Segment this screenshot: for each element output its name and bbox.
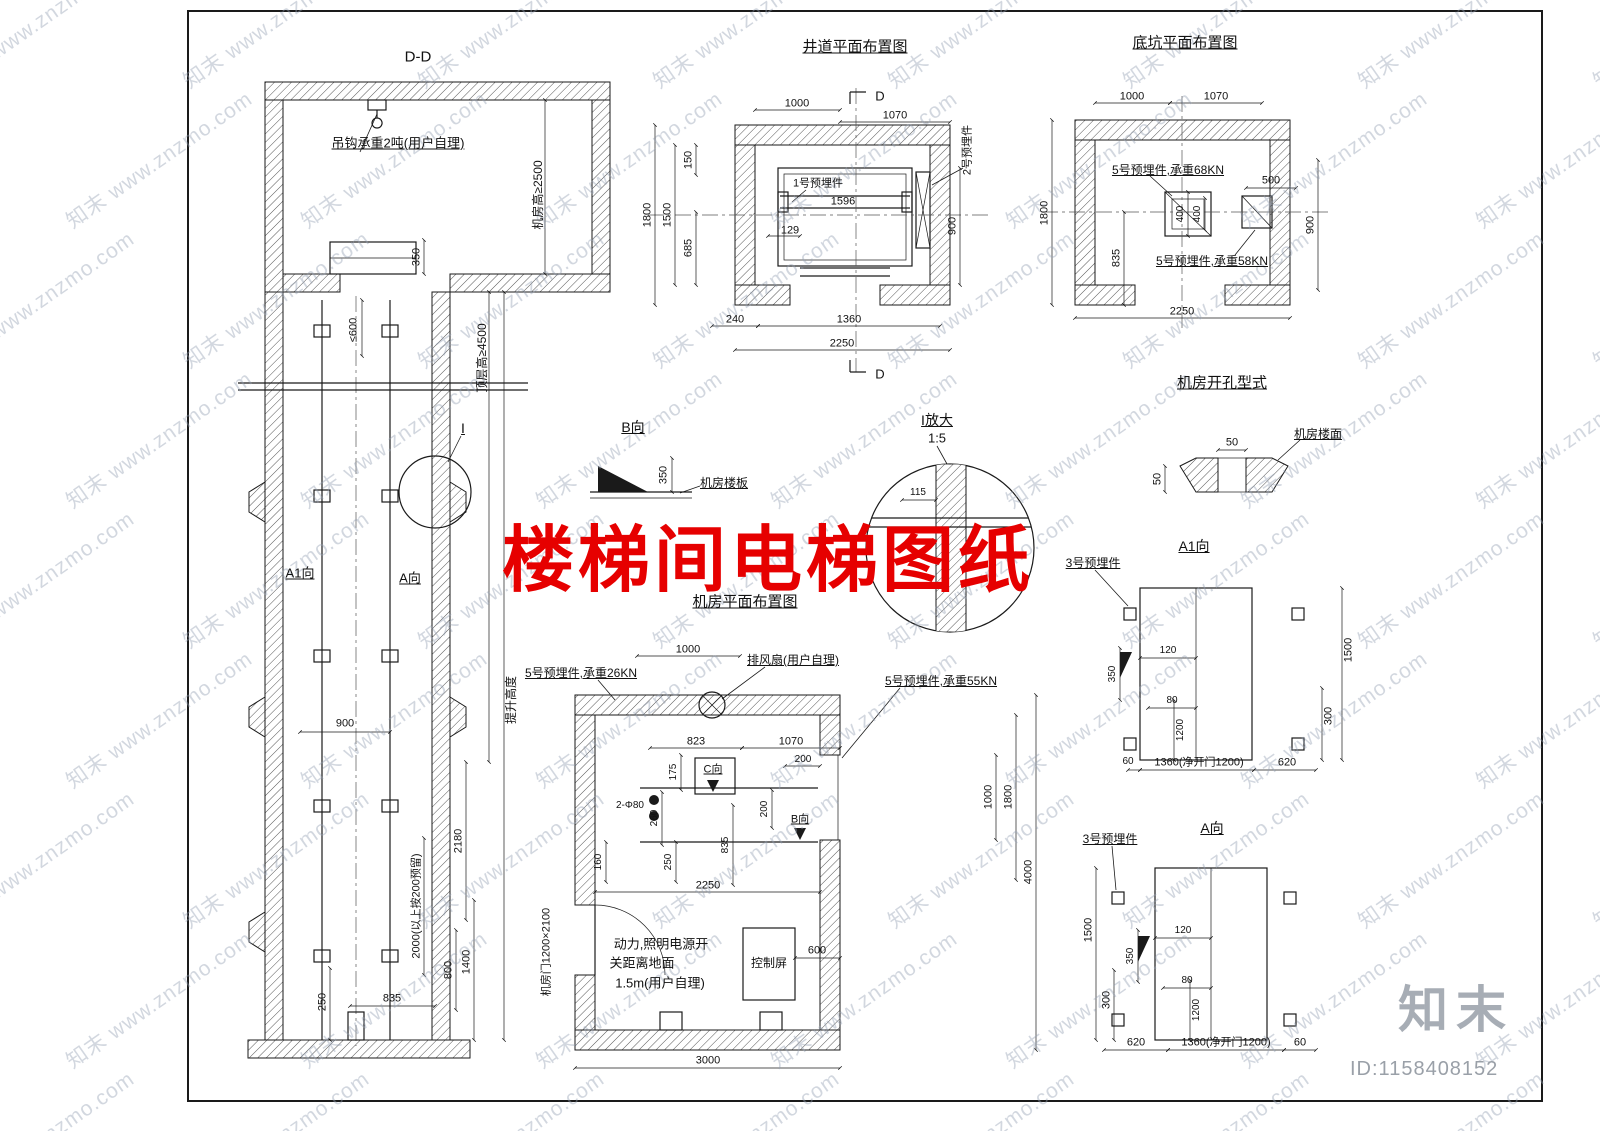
machine-room-opening-detail [1163,439,1301,494]
section-dd [238,81,611,1059]
section-cut-mark [849,360,866,373]
embedded-plate [1111,891,1125,905]
embedded-plate [1291,737,1305,751]
view-c-marker [707,780,719,792]
pit-buffer [347,1011,365,1041]
overlay-title: 楼梯间电梯图纸 [502,521,1035,601]
hoisting-hook [367,99,387,111]
view-b-detail [590,456,701,499]
sheet-id: ID:1158408152 [1350,1058,1499,1080]
elevator-car [777,167,913,267]
door-swing [594,904,666,976]
embedded-plate [1123,737,1137,751]
embedded-plate [1283,891,1297,905]
view-b-marker [794,828,806,840]
view-a-elevation [1094,845,1318,1052]
control-panel-box [742,927,796,1001]
machine-room-plan [573,654,1038,1070]
embedded-plate [1283,1013,1297,1027]
brand-logo: 知末 [1398,982,1514,1038]
embedded-plate [1123,607,1137,621]
machine-base [694,757,736,795]
exhaust-fan-symbol [698,691,726,719]
section-cut-mark [849,91,866,104]
detail-circle [398,455,472,529]
counterweight [915,171,931,249]
anchor-hole [649,795,659,805]
shaft-plan [648,88,992,373]
embedded-plate [1111,1013,1125,1027]
border-frame [187,10,1543,1102]
detail-i-enlarged [865,445,1035,633]
anchor-hole [649,811,659,821]
view-a1-elevation [1094,569,1344,772]
embedded-plate [1291,607,1305,621]
pit-plan [1042,96,1330,330]
